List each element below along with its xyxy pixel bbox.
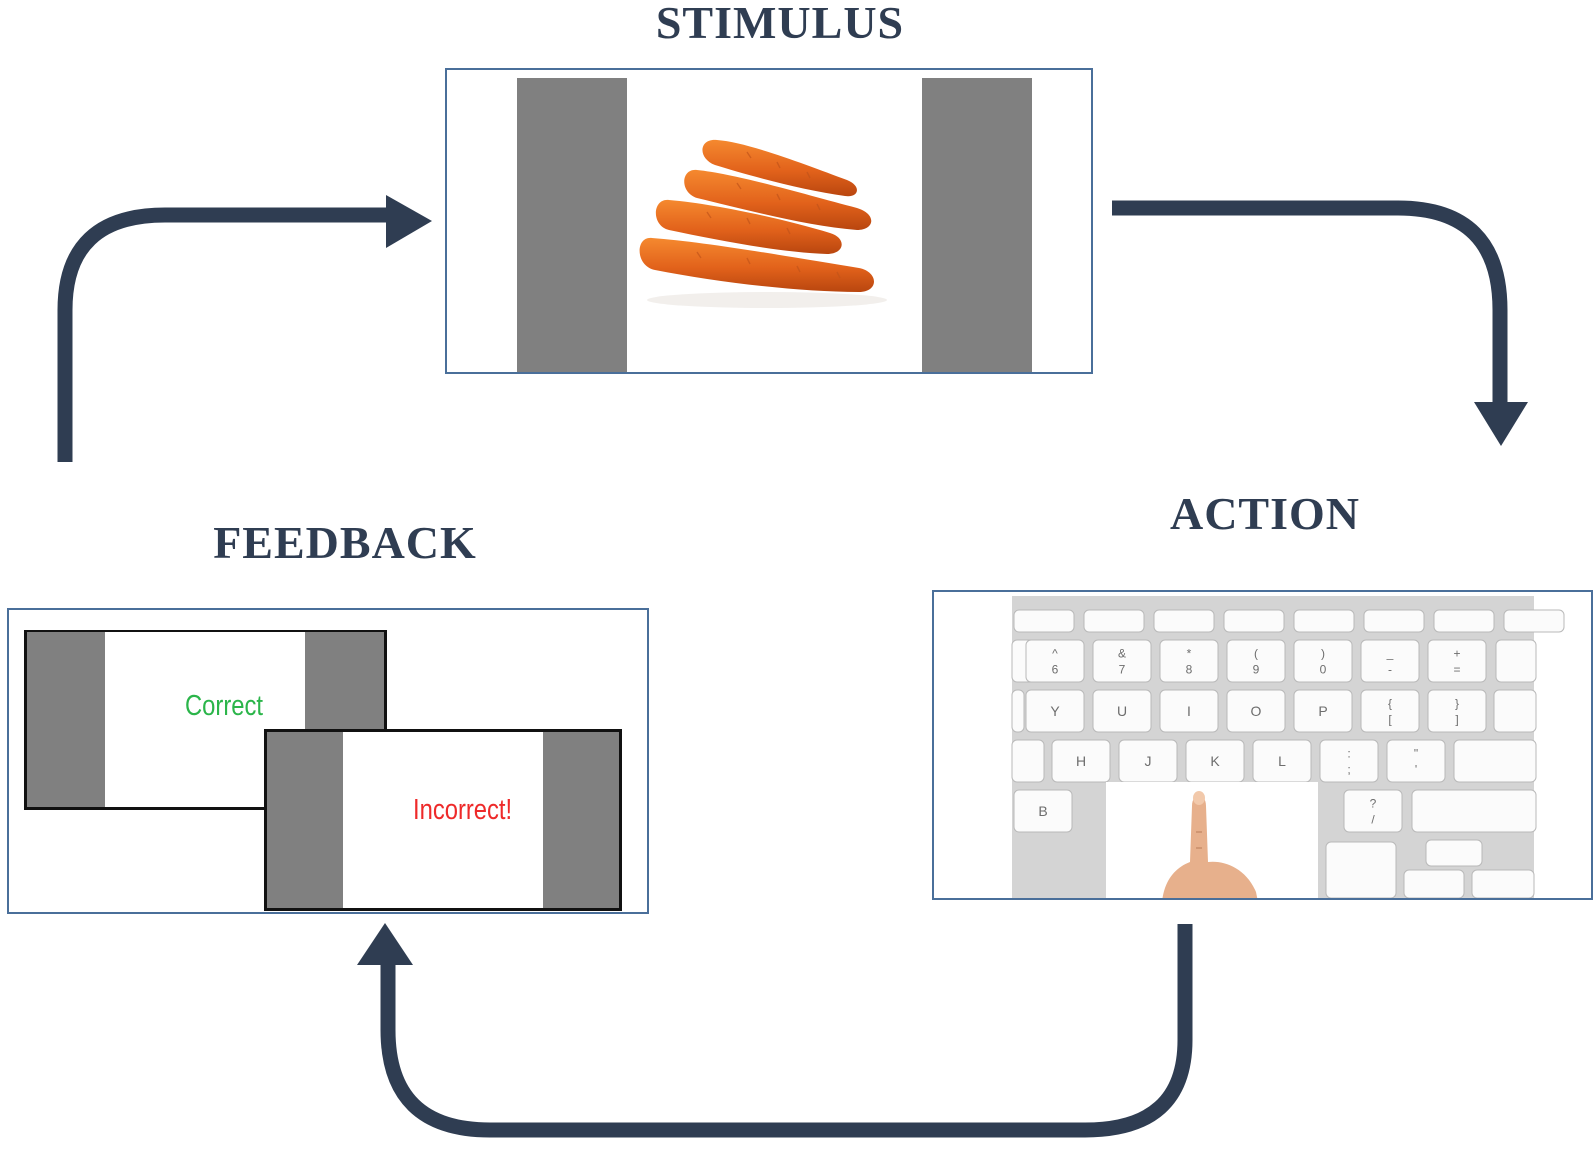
letter-key: U <box>1092 689 1152 733</box>
function-key <box>1083 609 1145 633</box>
left-gray-bar <box>267 732 343 908</box>
number-key: &7 <box>1092 639 1152 683</box>
stimulus-title: STIMULUS <box>655 0 905 48</box>
svg-text:U: U <box>1117 703 1127 719</box>
feedback-title: FEEDBACK <box>213 517 477 568</box>
svg-text:I: I <box>1187 703 1191 719</box>
stimulus-panel <box>445 68 1093 374</box>
svg-text:": " <box>1414 747 1418 761</box>
action-title: ACTION <box>1169 488 1361 539</box>
svg-text:H: H <box>1076 753 1086 769</box>
keyboard-key <box>1011 689 1025 733</box>
letter-key: K <box>1185 739 1245 783</box>
hand-image <box>1106 782 1318 898</box>
svg-text:/: / <box>1371 813 1375 827</box>
svg-text:0: 0 <box>1320 663 1327 677</box>
svg-text:*: * <box>1187 647 1192 661</box>
arrow-key <box>1425 839 1483 867</box>
keyboard-key <box>1011 739 1045 783</box>
letter-key: B <box>1013 789 1073 833</box>
letter-key: P <box>1293 689 1353 733</box>
delete-key <box>1495 639 1537 683</box>
number-key: ^6 <box>1025 639 1085 683</box>
carrots-image <box>639 139 887 308</box>
letter-key: O <box>1226 689 1286 733</box>
letter-key: L <box>1252 739 1312 783</box>
punctuation-key: "' <box>1386 739 1446 783</box>
option-key <box>1325 841 1397 898</box>
incorrect-screen: Incorrect! <box>264 729 622 911</box>
arrowhead-action <box>1474 402 1528 446</box>
shift-key <box>1411 789 1537 833</box>
svg-text::: : <box>1347 747 1350 761</box>
function-key <box>1503 609 1565 633</box>
function-key <box>1363 609 1425 633</box>
backslash-key <box>1493 689 1537 733</box>
svg-text:6: 6 <box>1052 663 1059 677</box>
right-gray-bar <box>543 732 619 908</box>
svg-text:(: ( <box>1254 647 1258 661</box>
punctuation-key: :; <box>1319 739 1379 783</box>
slash-key: ?/ <box>1343 789 1403 833</box>
right-gray-bar <box>922 78 1032 372</box>
svg-text:': ' <box>1415 763 1417 777</box>
svg-text:_: _ <box>1386 647 1394 661</box>
svg-text:[: [ <box>1388 713 1392 727</box>
svg-text:?: ? <box>1370 797 1377 811</box>
number-key: _- <box>1360 639 1420 683</box>
svg-text:&: & <box>1118 647 1126 661</box>
correct-text: Correct <box>185 690 263 722</box>
arrow-key <box>1403 869 1465 898</box>
svg-text:{: { <box>1388 697 1392 711</box>
left-gray-bar <box>517 78 627 372</box>
return-key <box>1453 739 1537 783</box>
incorrect-text: Incorrect! <box>413 794 513 826</box>
svg-text:-: - <box>1388 663 1392 677</box>
arrowhead-stimulus <box>386 195 432 248</box>
svg-text:}: } <box>1455 697 1459 711</box>
function-key <box>1013 609 1075 633</box>
svg-text:;: ; <box>1347 763 1350 777</box>
number-key: += <box>1427 639 1487 683</box>
number-key: *8 <box>1159 639 1219 683</box>
svg-text:K: K <box>1210 753 1220 769</box>
correct-screen: Correct <box>24 630 387 810</box>
svg-text:J: J <box>1145 753 1152 769</box>
function-key <box>1153 609 1215 633</box>
svg-text:7: 7 <box>1119 663 1126 677</box>
feedback-panel: Correct Incorrect! <box>7 608 649 914</box>
number-key: )0 <box>1293 639 1353 683</box>
svg-text:): ) <box>1321 647 1325 661</box>
letter-key: I <box>1159 689 1219 733</box>
number-key: (9 <box>1226 639 1286 683</box>
svg-text:+: + <box>1453 647 1460 661</box>
bracket-key: {[ <box>1360 689 1420 733</box>
svg-text:P: P <box>1318 703 1327 719</box>
letter-key: H <box>1051 739 1111 783</box>
svg-text:^: ^ <box>1052 647 1058 661</box>
letter-key: J <box>1118 739 1178 783</box>
svg-text:=: = <box>1453 663 1460 677</box>
svg-text:9: 9 <box>1253 663 1260 677</box>
arrow-action-to-feedback <box>380 924 1193 1138</box>
function-key <box>1293 609 1355 633</box>
left-gray-bar <box>27 632 105 807</box>
arrow-stimulus-to-action <box>1112 200 1508 408</box>
svg-text:B: B <box>1038 803 1047 819</box>
function-key <box>1433 609 1495 633</box>
arrowhead-feedback <box>357 923 413 965</box>
arrow-key <box>1471 869 1535 898</box>
svg-text:]: ] <box>1455 713 1458 727</box>
arrow-feedback-to-stimulus <box>57 207 392 462</box>
svg-text:8: 8 <box>1186 663 1193 677</box>
svg-text:L: L <box>1278 753 1286 769</box>
function-key <box>1223 609 1285 633</box>
letter-key: Y <box>1025 689 1085 733</box>
bracket-key: }] <box>1427 689 1487 733</box>
svg-text:Y: Y <box>1050 703 1060 719</box>
svg-text:O: O <box>1251 703 1262 719</box>
